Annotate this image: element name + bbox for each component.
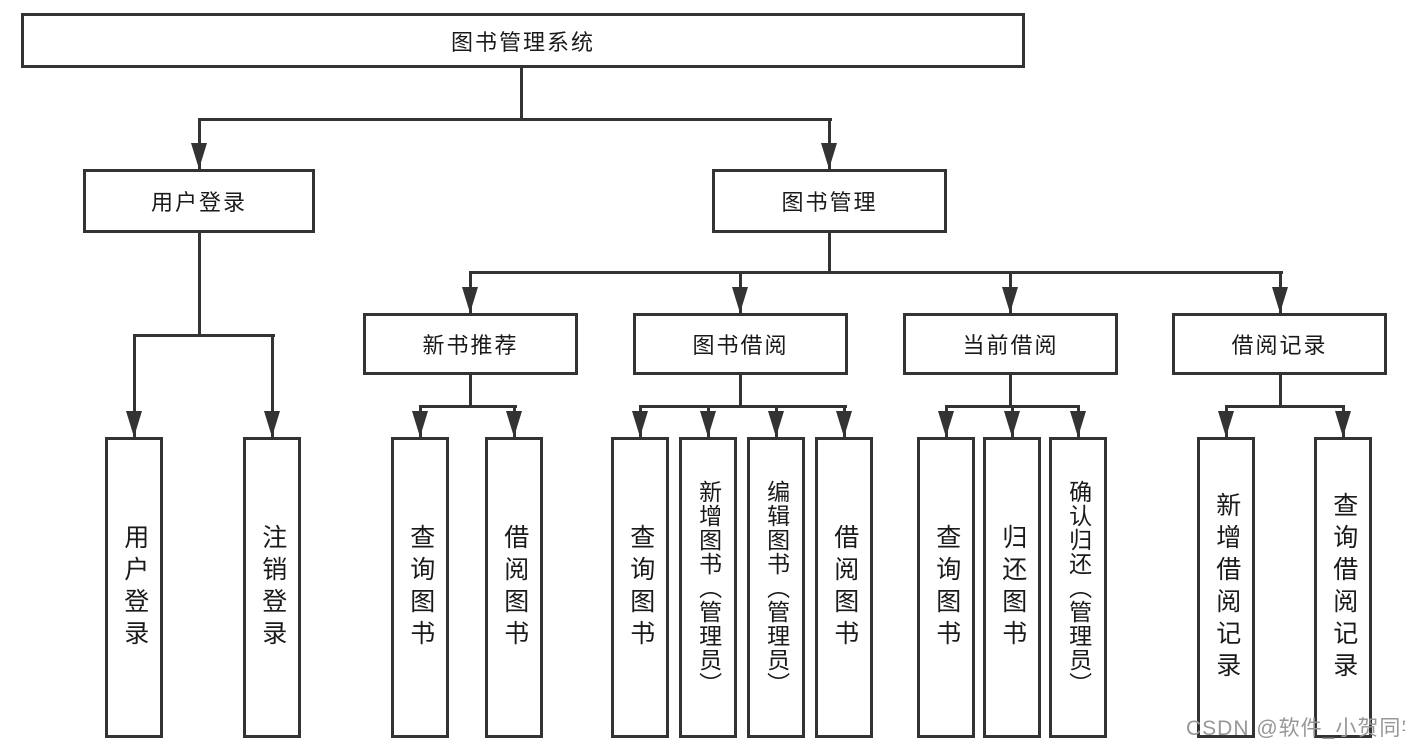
leaf-records-query-borrow-record: 查询借阅记录 <box>1314 437 1372 738</box>
node-label: 用户登录 <box>150 190 247 215</box>
leaf-label: 查询图书 <box>626 523 655 652</box>
connector-vline <box>828 233 831 274</box>
connector-hline <box>198 118 832 121</box>
connector-hline <box>133 334 275 337</box>
arrow-down-icon <box>1218 411 1234 437</box>
leaf-borrowing-add-books-admin: 新增图书（管理员） <box>679 437 737 738</box>
csdn-watermark: CSDN @软件_小贺同学 <box>1186 717 1405 740</box>
connector-vline <box>469 375 472 408</box>
arrow-down-icon <box>506 411 522 437</box>
connector-vline <box>133 334 136 437</box>
arrow-down-icon <box>191 143 207 169</box>
node-label: 图书管理系统 <box>450 29 595 55</box>
leaf-current-confirm-return-admin: 确认归还（管理员） <box>1049 437 1107 738</box>
arrow-down-icon <box>836 411 852 437</box>
connector-vline <box>1009 375 1012 408</box>
node-book-borrowing: 图书借阅 <box>633 313 848 375</box>
connector-hline <box>1225 405 1345 408</box>
arrow-down-icon <box>1335 411 1351 437</box>
node-label: 新书推荐 <box>422 333 519 358</box>
node-new-book-recommendation: 新书推荐 <box>363 313 578 375</box>
leaf-label: 确认归还（管理员） <box>1065 479 1092 696</box>
leaf-label: 注销登录 <box>258 523 287 652</box>
node-current-borrowing: 当前借阅 <box>903 313 1118 375</box>
leaf-current-return-books: 归还图书 <box>983 437 1041 738</box>
leaf-label: 查询借阅记录 <box>1329 491 1358 684</box>
node-borrowing-records: 借阅记录 <box>1172 313 1387 375</box>
leaf-current-query-books: 查询图书 <box>917 437 975 738</box>
leaf-recommend-borrow-books: 借阅图书 <box>485 437 543 738</box>
leaf-recommend-query-books: 查询图书 <box>391 437 449 738</box>
arrow-down-icon <box>462 287 478 313</box>
connector-hline <box>639 405 847 408</box>
leaf-label: 新增图书（管理员） <box>695 479 722 696</box>
leaf-borrowing-edit-books-admin: 编辑图书（管理员） <box>747 437 805 738</box>
leaf-logout: 注销登录 <box>243 437 301 738</box>
arrow-down-icon <box>732 287 748 313</box>
connector-vline <box>1279 375 1282 408</box>
node-library-management-system: 图书管理系统 <box>21 13 1025 68</box>
arrow-down-icon <box>938 411 954 437</box>
leaf-label: 借阅图书 <box>500 523 529 652</box>
arrow-down-icon <box>700 411 716 437</box>
leaf-label: 用户登录 <box>120 523 149 652</box>
leaf-user-login: 用户登录 <box>105 437 163 738</box>
leaf-label: 查询图书 <box>932 523 961 652</box>
arrow-down-icon <box>412 411 428 437</box>
leaf-label: 归还图书 <box>998 523 1027 652</box>
node-label: 图书管理 <box>781 190 878 215</box>
arrow-down-icon <box>1002 287 1018 313</box>
arrow-down-icon <box>1004 411 1020 437</box>
arrow-down-icon <box>1070 411 1086 437</box>
leaf-label: 查询图书 <box>406 523 435 652</box>
arrow-down-icon <box>821 143 837 169</box>
node-label: 图书借阅 <box>692 333 789 358</box>
arrow-down-icon <box>264 411 280 437</box>
node-user-login: 用户登录 <box>83 169 315 233</box>
node-book-management: 图书管理 <box>712 169 947 233</box>
node-label: 当前借阅 <box>962 333 1059 358</box>
leaf-label: 新增借阅记录 <box>1212 491 1241 684</box>
connector-hline <box>419 405 517 408</box>
arrow-down-icon <box>126 411 142 437</box>
connector-vline <box>739 375 742 408</box>
node-label: 借阅记录 <box>1231 333 1328 358</box>
leaf-label: 借阅图书 <box>830 523 859 652</box>
connector-vline <box>271 334 274 437</box>
arrow-down-icon <box>632 411 648 437</box>
leaf-borrowing-borrow-books: 借阅图书 <box>815 437 873 738</box>
leaf-label: 编辑图书（管理员） <box>763 479 790 696</box>
connector-vline <box>198 233 201 337</box>
arrow-down-icon <box>1272 287 1288 313</box>
connector-vline <box>520 68 523 121</box>
leaf-borrowing-query-books: 查询图书 <box>611 437 669 738</box>
connector-hline <box>469 271 1283 274</box>
arrow-down-icon <box>768 411 784 437</box>
leaf-records-add-borrow-record: 新增借阅记录 <box>1197 437 1255 738</box>
